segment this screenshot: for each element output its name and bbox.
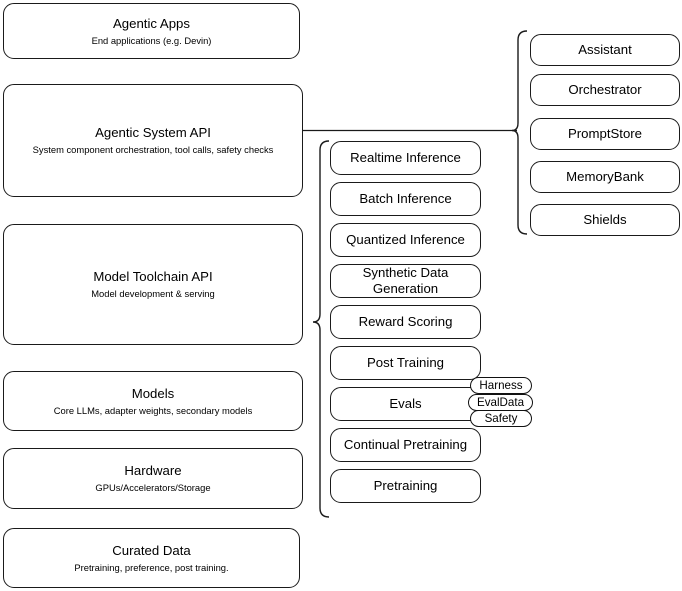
layer-curated-data[interactable]: Curated Data Pretraining, preference, po… xyxy=(3,528,300,588)
badge-safety[interactable]: Safety xyxy=(470,410,532,427)
badge-label: Harness xyxy=(479,379,523,392)
component-continual-pretraining[interactable]: Continual Pretraining xyxy=(330,428,481,462)
layer-subtitle: System component orchestration, tool cal… xyxy=(32,144,274,155)
layer-agentic-apps[interactable]: Agentic Apps End applications (e.g. Devi… xyxy=(3,3,300,59)
layer-hardware[interactable]: Hardware GPUs/Accelerators/Storage xyxy=(3,448,303,509)
layer-title: Curated Data xyxy=(112,542,191,558)
component-synthetic-data-generation[interactable]: Synthetic Data Generation xyxy=(330,264,481,298)
layer-models[interactable]: Models Core LLMs, adapter weights, secon… xyxy=(3,371,303,431)
component-label: Evals xyxy=(389,396,422,411)
layer-subtitle: Model development & serving xyxy=(91,288,215,299)
component-pretraining[interactable]: Pretraining xyxy=(330,469,481,503)
system-component-memorybank[interactable]: MemoryBank xyxy=(530,161,680,193)
layer-subtitle: GPUs/Accelerators/Storage xyxy=(95,482,211,493)
component-label: Continual Pretraining xyxy=(343,437,468,452)
component-label: Realtime Inference xyxy=(350,150,461,165)
bracket-toolchain-components xyxy=(312,140,330,518)
system-component-promptstore[interactable]: PromptStore xyxy=(530,118,680,150)
layer-subtitle: Pretraining, preference, post training. xyxy=(74,561,229,573)
system-component-label: Assistant xyxy=(578,42,632,57)
component-post-training[interactable]: Post Training xyxy=(330,346,481,380)
layer-title: Hardware xyxy=(124,463,182,478)
system-component-orchestrator[interactable]: Orchestrator xyxy=(530,74,680,106)
layer-subtitle: Core LLMs, adapter weights, secondary mo… xyxy=(53,404,253,416)
layer-title: Model Toolchain API xyxy=(93,269,213,284)
system-component-label: Orchestrator xyxy=(568,82,642,97)
system-component-label: MemoryBank xyxy=(566,169,644,184)
layer-subtitle: End applications (e.g. Devin) xyxy=(91,34,212,46)
system-component-label: Shields xyxy=(583,212,627,227)
bracket-system-components xyxy=(511,30,528,235)
component-label: Batch Inference xyxy=(359,191,452,206)
layer-model-toolchain-api[interactable]: Model Toolchain API Model development & … xyxy=(3,224,303,345)
component-quantized-inference[interactable]: Quantized Inference xyxy=(330,223,481,257)
layer-agentic-system-api[interactable]: Agentic System API System component orch… xyxy=(3,84,303,197)
component-evals[interactable]: Evals xyxy=(330,387,481,421)
component-batch-inference[interactable]: Batch Inference xyxy=(330,182,481,216)
badge-harness[interactable]: Harness xyxy=(470,377,532,394)
layer-title: Agentic System API xyxy=(95,125,211,140)
badge-label: Safety xyxy=(484,412,518,425)
badge-evaldata[interactable]: EvalData xyxy=(468,394,533,411)
layer-title: Agentic Apps xyxy=(113,15,190,31)
component-label: Quantized Inference xyxy=(346,232,465,247)
component-label: Reward Scoring xyxy=(358,314,453,329)
layer-title: Models xyxy=(131,385,175,401)
component-reward-scoring[interactable]: Reward Scoring xyxy=(330,305,481,339)
badge-label: EvalData xyxy=(476,396,525,409)
system-component-assistant[interactable]: Assistant xyxy=(530,34,680,66)
component-label: Pretraining xyxy=(373,478,438,493)
component-realtime-inference[interactable]: Realtime Inference xyxy=(330,141,481,175)
component-label: Post Training xyxy=(367,355,444,370)
system-component-shields[interactable]: Shields xyxy=(530,204,680,236)
component-label: Synthetic Data Generation xyxy=(362,265,449,296)
system-component-label: PromptStore xyxy=(567,126,643,141)
